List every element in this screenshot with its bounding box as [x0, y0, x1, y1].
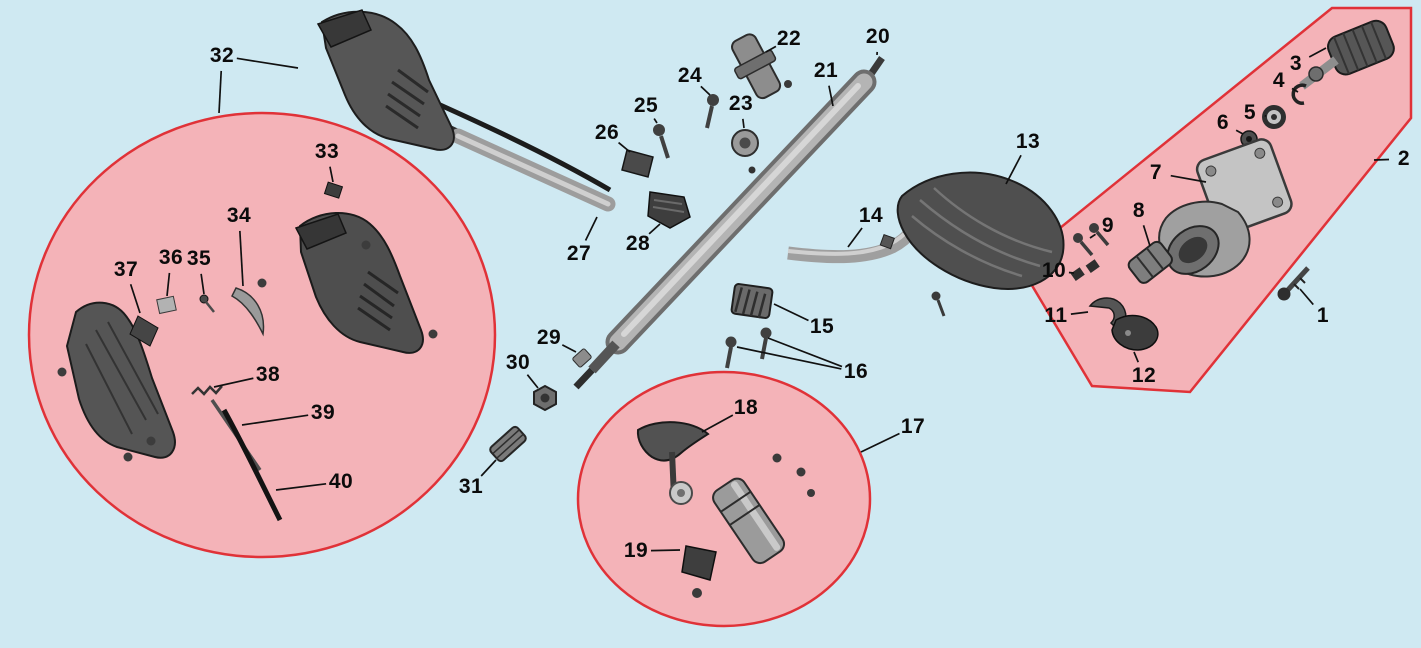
rear-handle-assembly — [316, 9, 616, 212]
handle-bracket-assembly — [636, 421, 815, 598]
protective-cover — [896, 171, 1065, 290]
shaft-coupler-parts — [489, 348, 592, 463]
handle-clamp-block — [725, 283, 774, 369]
highlight-regions — [27, 6, 1413, 628]
gearhead-assembly — [1070, 19, 1395, 351]
trigger-parts — [129, 181, 344, 522]
front-grip-assembly — [257, 212, 438, 354]
drive-shaft — [573, 56, 885, 390]
upper-clamp-parts — [621, 33, 792, 229]
grip-housing-half — [57, 301, 176, 462]
